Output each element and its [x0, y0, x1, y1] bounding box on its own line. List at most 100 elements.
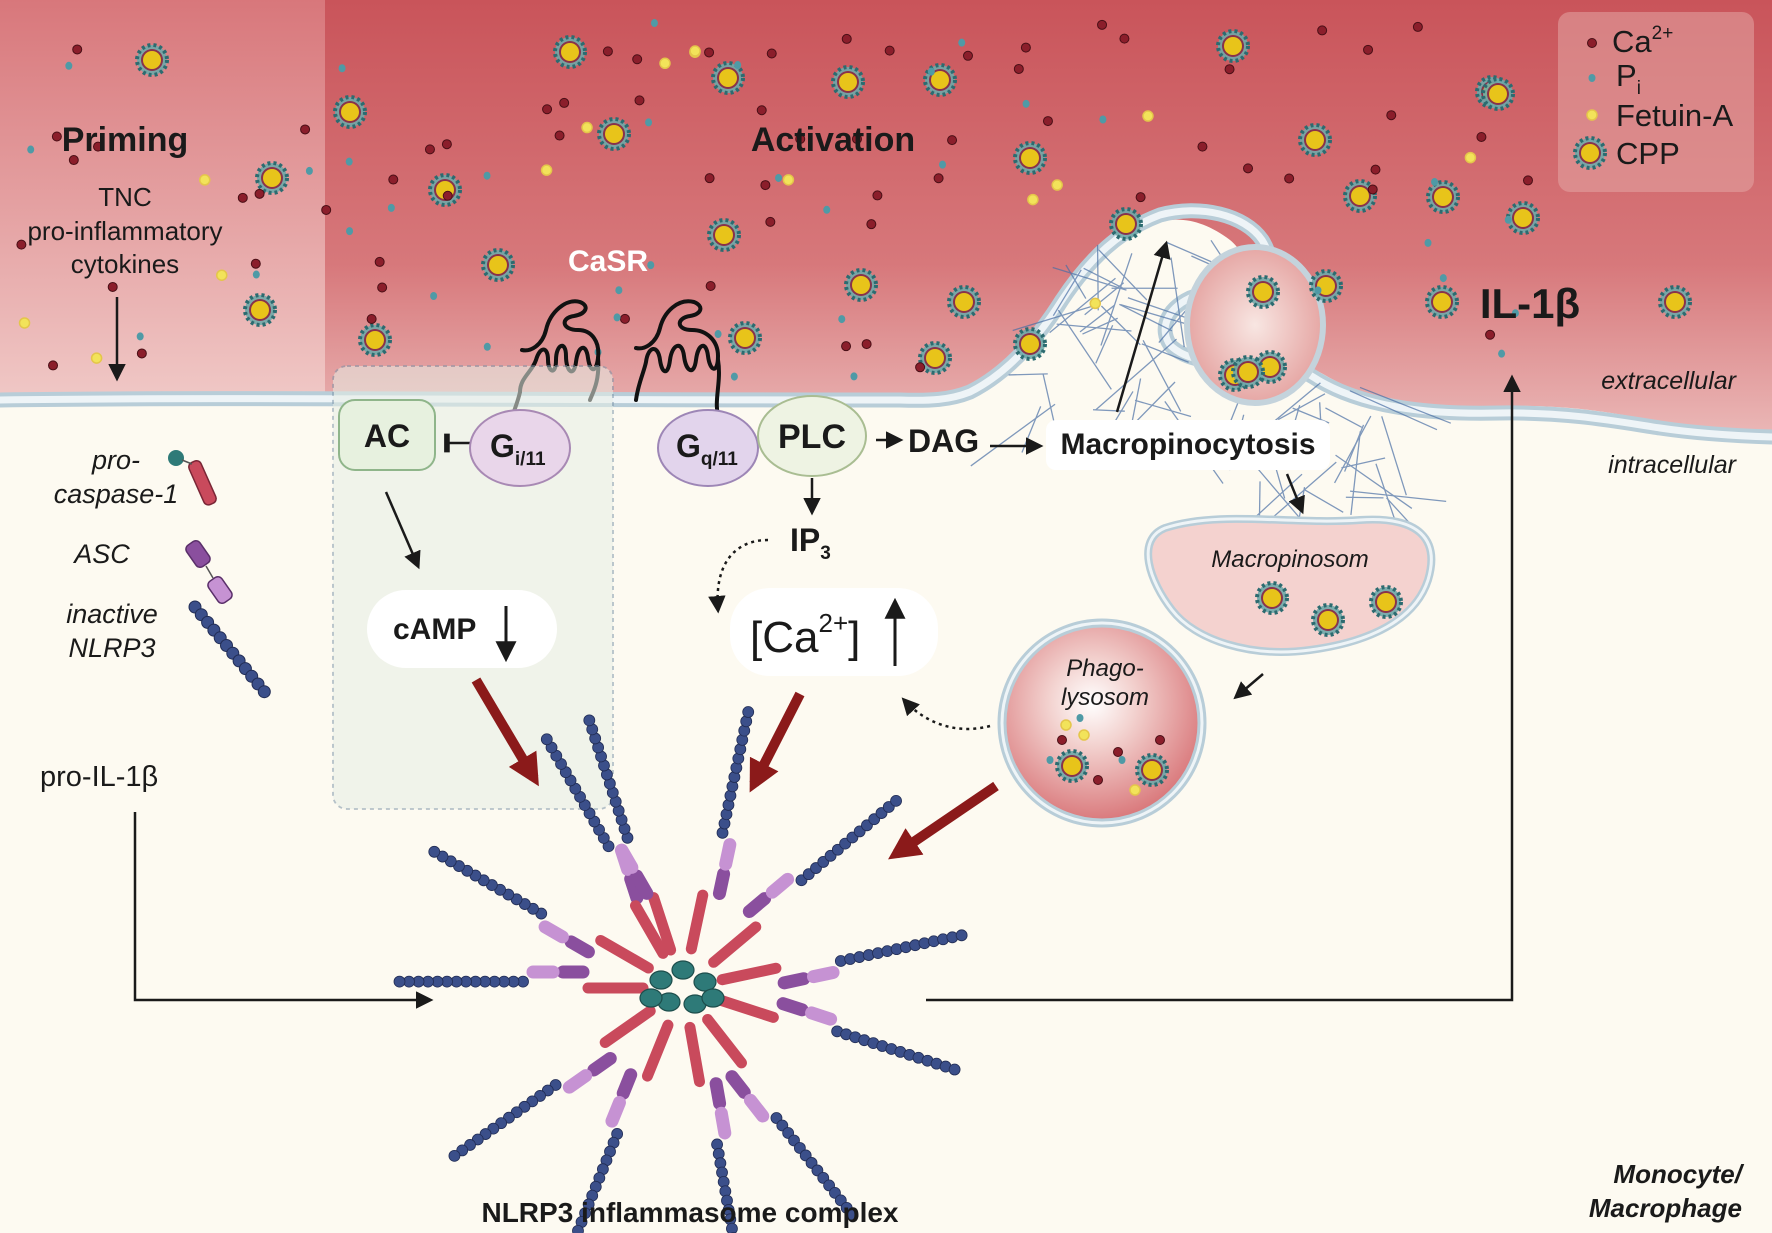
procaspase-label-2: caspase-1 — [54, 479, 179, 509]
phosphate-particle — [65, 61, 73, 70]
calcium-particle — [366, 313, 377, 324]
calcium-particle — [1243, 163, 1254, 174]
calcium-particle — [866, 219, 877, 230]
phosphate-particle — [136, 332, 144, 341]
inflammasome-arm — [540, 733, 669, 959]
calcium-particle — [442, 190, 453, 201]
calcium-particle — [704, 47, 715, 58]
calcium-particle — [374, 256, 385, 267]
calcium-particle — [1284, 173, 1295, 184]
calcium-particle — [136, 348, 147, 359]
phosphate-particle — [27, 145, 35, 154]
phosphate-particle — [647, 261, 655, 270]
calcium-particle — [377, 282, 388, 293]
legend-fetuin-label: Fetuin-A — [1616, 98, 1733, 133]
camp-to-inflammasome-arrow — [471, 677, 539, 787]
calcium-particle — [766, 48, 777, 59]
calcium-particle — [841, 341, 852, 352]
calcium-particle — [1042, 116, 1053, 127]
inactive-nlrp3-icon — [188, 600, 271, 699]
macropinocytosis-to-macropinosome-arrow — [1285, 473, 1305, 515]
phagolysosome-label-2: lysosom — [1061, 684, 1149, 711]
phosphate-particle — [1424, 238, 1432, 247]
calcium-particle — [1197, 141, 1208, 152]
asc-icon — [185, 539, 233, 605]
extracellular-label: extracellular — [1601, 367, 1737, 395]
cpp-particle — [831, 65, 865, 99]
phosphate-particle — [645, 118, 653, 127]
cpp-particle — [1246, 275, 1280, 309]
phosphate-particle — [483, 171, 491, 180]
cpp-particle — [1013, 327, 1047, 361]
calcium-particle — [861, 339, 872, 350]
calcium-label: [Ca2+] — [750, 608, 860, 662]
casr-label: CaSR — [568, 245, 648, 278]
ip3-label: IP3 — [790, 522, 831, 564]
legend-calcium-icon — [1587, 38, 1597, 48]
calcium-particle — [634, 95, 645, 106]
phosphate-particle — [1504, 215, 1512, 224]
cpp-particle — [1216, 29, 1250, 63]
priming-title: Priming — [62, 121, 189, 159]
phosphate-particle — [613, 313, 621, 322]
calcium-particle — [1386, 110, 1397, 121]
cpp-particle — [135, 43, 169, 77]
calcium-particle — [424, 144, 435, 155]
calcium-particle — [441, 139, 452, 150]
phagolysosome-label-1: Phago- — [1066, 655, 1143, 682]
fetuin-particle — [659, 57, 671, 70]
fetuin-particle — [1464, 151, 1477, 164]
inflammasome-label: NLRP3 inflammasome complex — [481, 1197, 898, 1228]
calcium-particle — [1363, 44, 1374, 55]
cpp-particle — [481, 248, 515, 282]
calcium-particle — [1370, 164, 1381, 175]
fetuin-particle — [581, 121, 593, 134]
inflammasome-arm — [716, 929, 968, 990]
calcium-particle — [602, 46, 613, 57]
phosphate-particle — [714, 330, 722, 339]
cpp-particle — [947, 285, 981, 319]
calcium-particle — [765, 216, 776, 227]
fetuin-particle — [540, 164, 553, 176]
asc-label: ASC — [72, 539, 130, 569]
legend-phosphate-icon — [1588, 74, 1596, 82]
ip3-to-calcium-arrow — [708, 538, 769, 614]
calcium-particle — [1135, 192, 1146, 203]
phosphate-particle — [939, 160, 947, 169]
calcium-particle — [704, 173, 715, 184]
calcium-particle — [1020, 42, 1031, 53]
calcium-particle — [321, 204, 332, 215]
legend-fetuin-icon — [1586, 109, 1598, 121]
priming-line-1: TNC — [98, 182, 151, 212]
inflammasome-arm — [715, 994, 961, 1076]
phosphate-particle — [838, 315, 846, 324]
inflammasome-to-il1b-arrow — [926, 374, 1521, 1002]
dag-label: DAG — [908, 423, 979, 459]
calcium-particle — [1097, 19, 1108, 30]
calcium-particle — [542, 104, 553, 115]
intracellular-label: intracellular — [1608, 451, 1738, 479]
cell-type-label-2: Macrophage — [1589, 1193, 1742, 1223]
inflammasome-arm — [393, 965, 649, 994]
cpp-particle — [728, 321, 762, 355]
cell-type-label-1: Monocyte/ — [1613, 1159, 1744, 1189]
macropinosome-label: Macropinosom — [1211, 546, 1368, 573]
calcium-particle — [254, 188, 265, 199]
calcium-particle — [554, 130, 565, 141]
procaspase-1-icon — [168, 450, 217, 506]
fetuin-particle — [18, 317, 31, 329]
pro-il1b-to-inflammasome-arrow — [133, 812, 434, 1009]
calcium-to-inflammasome-arrow — [749, 691, 805, 793]
cpp-particle — [1309, 269, 1343, 303]
cpp-particle — [255, 161, 289, 195]
calcium-particle — [16, 239, 27, 250]
calcium-particle — [1412, 21, 1423, 32]
calcium-particle — [1522, 175, 1533, 186]
calcium-particle — [872, 190, 883, 201]
gi-label: Gi/11 — [490, 428, 546, 470]
calcium-particle — [619, 313, 630, 324]
phosphate-particle — [1099, 115, 1107, 124]
phosphate-particle — [615, 286, 623, 295]
inflammasome-arm — [684, 1021, 738, 1233]
